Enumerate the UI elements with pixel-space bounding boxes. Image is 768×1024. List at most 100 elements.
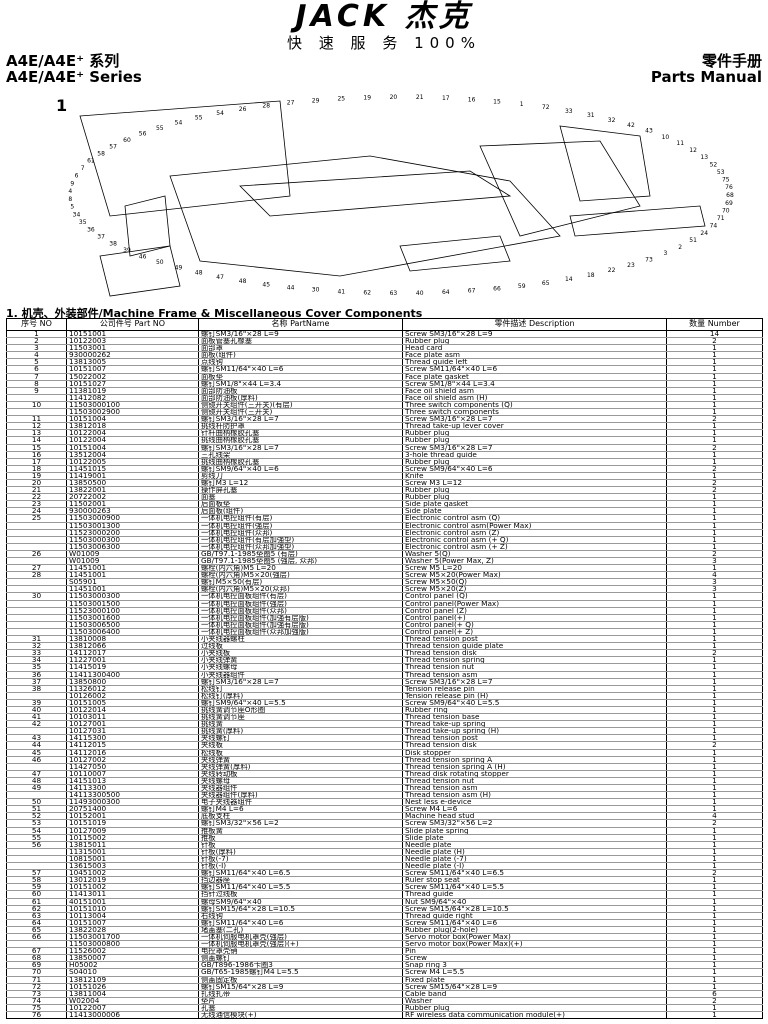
callout-label: 58	[97, 151, 105, 158]
cell-description: Knife	[402, 472, 667, 480]
cell-part-no: 11503001600	[66, 614, 199, 622]
cell-part-name: 夹线器组件	[198, 784, 403, 793]
cell-part-no: 13812109	[66, 976, 199, 984]
cell-description: Thread tension disk	[402, 649, 667, 658]
cell-part-name: 面部防油板	[198, 387, 403, 395]
cell-part-name: 过线板	[198, 642, 403, 651]
cell-description: Needle plate	[402, 841, 667, 849]
cell-description: Needle plate (-I)	[402, 862, 667, 871]
cell-no: 59	[6, 883, 67, 892]
callout-label: 7	[81, 165, 85, 172]
callout-label: 45	[262, 282, 270, 289]
callout-label: 37	[97, 234, 105, 241]
callout-label: 71	[717, 215, 725, 222]
cell-description: Thread take-up lever cover	[402, 422, 667, 431]
cell-quantity: 1	[666, 358, 763, 367]
cell-part-name: 针板	[198, 841, 403, 849]
cell-part-name: 夹线螺母	[198, 777, 403, 786]
cell-description: Electronic control asm(Power Max)	[402, 522, 667, 530]
cell-description: Face plate gasket	[402, 373, 667, 381]
cell-part-name: 面板(组件)	[198, 351, 403, 360]
cell-description: Screw SM9/64"×40 L=5.5	[402, 699, 667, 707]
cell-part-no: 10115002	[66, 834, 199, 842]
cell-description: Thread disk rotating stopper	[402, 770, 667, 778]
cell-no: 67	[6, 947, 67, 956]
cell-quantity: 1	[666, 898, 763, 906]
cell-no: 63	[6, 912, 67, 920]
cell-part-name: 挑线簧	[198, 720, 403, 729]
cell-part-no: 10151005	[66, 699, 199, 707]
cell-quantity: 1	[666, 827, 763, 835]
callout-label: 51	[689, 237, 697, 244]
cell-no: 47	[6, 770, 67, 778]
cell-no	[6, 578, 67, 587]
cell-quantity: 1	[666, 380, 763, 388]
cell-no: 48	[6, 777, 67, 786]
cell-quantity: 1	[666, 514, 763, 523]
cell-no: 13	[6, 429, 67, 438]
cell-part-name: 夹线器组件(厚料)	[198, 791, 403, 800]
cell-quantity: 1	[666, 862, 763, 871]
cell-description: Rubber plug	[402, 1004, 667, 1013]
callout-label: 5	[70, 204, 74, 211]
cell-quantity: 1	[666, 387, 763, 395]
cell-no	[6, 557, 67, 566]
cell-description: Control panel(+ Z)	[402, 628, 667, 637]
cell-no: 4	[6, 351, 67, 360]
cell-description: Pin	[402, 947, 667, 956]
cell-no: 30	[6, 592, 67, 601]
cell-description: Rubber plug	[402, 436, 667, 445]
cell-quantity: 1	[666, 628, 763, 637]
cell-part-name: 垫片	[198, 997, 403, 1005]
col-header-part-no: 公司件号 Part NO	[66, 318, 199, 331]
cell-description: Control panel(+ Q)	[402, 621, 667, 629]
manual-title-cn: 零件手册	[701, 52, 762, 70]
cell-quantity: 1	[666, 522, 763, 530]
callout-label: 61	[87, 158, 95, 165]
cell-description: Nest less e-device	[402, 798, 667, 807]
callout-label: 65	[542, 280, 550, 287]
cell-description: Thread tension spring A	[402, 756, 667, 764]
side-plate-outline	[79, 100, 291, 217]
cell-no: 75	[6, 1004, 67, 1013]
cell-description: Tension release pin (H)	[402, 692, 667, 700]
cell-quantity: 1	[666, 472, 763, 480]
cell-description: Thread tension disk	[402, 741, 667, 750]
cell-quantity: 1	[666, 912, 763, 920]
cell-no: 62	[6, 905, 67, 913]
cell-part-no: 13810008	[66, 635, 199, 644]
cell-description: Screw SM1/8"×44 L=3.4	[402, 380, 667, 388]
cell-quantity: 1	[666, 805, 763, 814]
callout-label: 69	[725, 200, 733, 207]
cell-description: Screw SM15/64"×28 L=9	[402, 983, 667, 991]
cell-description: Thread tension spring	[402, 656, 667, 665]
cell-part-name: 螺钉SM15/64"×28 L=10.5	[198, 905, 403, 913]
cell-quantity: 1	[666, 770, 763, 778]
cell-part-name: 电控罩壳销	[198, 947, 403, 956]
cell-quantity: 1	[666, 529, 763, 537]
cell-no: 60	[6, 890, 67, 899]
cell-part-no: 14113300500	[66, 791, 199, 800]
cell-description: Rubber plug(2-hole)	[402, 926, 667, 934]
cell-no: 54	[6, 827, 67, 835]
cell-no: 37	[6, 678, 67, 686]
cell-part-no: 14112015	[66, 741, 199, 750]
cell-no: 38	[6, 685, 67, 693]
cell-no: 10	[6, 401, 67, 410]
cell-part-no: 11419001	[66, 472, 199, 480]
cell-quantity: 1	[666, 798, 763, 807]
cell-part-name: 螺钉SM9/64"×40 L=5.5	[198, 699, 403, 707]
cell-description: Screw M5×50(Q)	[402, 578, 667, 587]
cell-quantity: 1	[666, 933, 763, 942]
cell-part-no: W01009	[66, 550, 199, 559]
